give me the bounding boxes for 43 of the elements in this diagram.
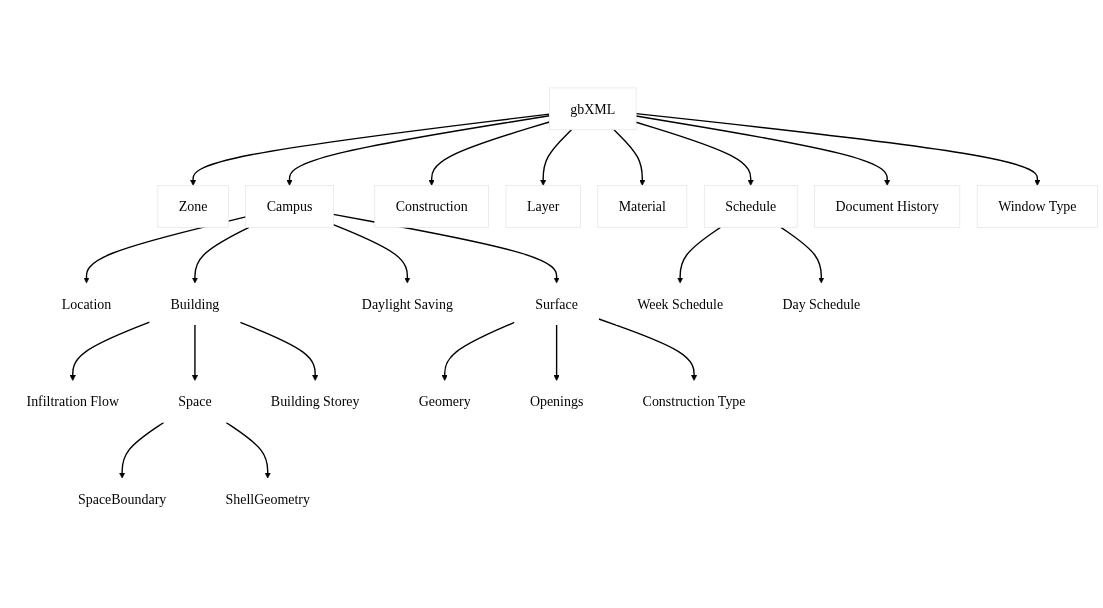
arrow xyxy=(239,321,319,381)
arrow xyxy=(119,421,165,479)
node-text: SpaceBoundary xyxy=(78,491,167,507)
node-box: Construction xyxy=(374,185,489,228)
node-text: Construction Type xyxy=(642,393,746,410)
arrow xyxy=(286,115,551,186)
node-box: gbXML xyxy=(549,87,637,131)
node-text: Week Schedule xyxy=(637,296,724,312)
node-text: Infiltration Flow xyxy=(26,393,120,410)
arrow xyxy=(553,324,560,381)
node-text: Surface xyxy=(535,296,578,312)
node-box: Document History xyxy=(814,185,961,228)
node-box: Material xyxy=(597,185,688,228)
arrow xyxy=(332,223,411,284)
node-text: Geomery xyxy=(418,393,471,410)
node-box: Layer xyxy=(505,185,581,228)
node-text: Daylight Saving xyxy=(361,296,453,312)
arrow xyxy=(540,129,573,186)
node-text: Building Storey xyxy=(270,393,360,410)
node-text: Building xyxy=(170,296,220,312)
arrow xyxy=(190,113,551,186)
arrow xyxy=(598,318,698,381)
node-text: ShellGeometry xyxy=(225,491,310,507)
node-text: Location xyxy=(61,296,112,312)
arrow xyxy=(441,321,516,381)
node-box: Campus xyxy=(245,185,334,228)
node-box: Window Type xyxy=(976,185,1098,228)
arrow xyxy=(191,324,198,381)
node-text: Openings xyxy=(529,393,584,410)
node-box: Schedule xyxy=(703,185,798,228)
arrow xyxy=(225,421,271,479)
arrow xyxy=(69,321,151,381)
arrow xyxy=(613,129,646,186)
arrow xyxy=(780,226,825,284)
node-box: Zone xyxy=(157,185,229,228)
arrow xyxy=(191,226,250,284)
arrow xyxy=(677,226,722,284)
node-text: Day Schedule xyxy=(782,296,861,312)
arrow xyxy=(635,112,1041,186)
arrow xyxy=(635,115,891,186)
node-text: Space xyxy=(178,393,212,410)
arrow xyxy=(635,121,754,186)
arrow xyxy=(428,121,551,186)
